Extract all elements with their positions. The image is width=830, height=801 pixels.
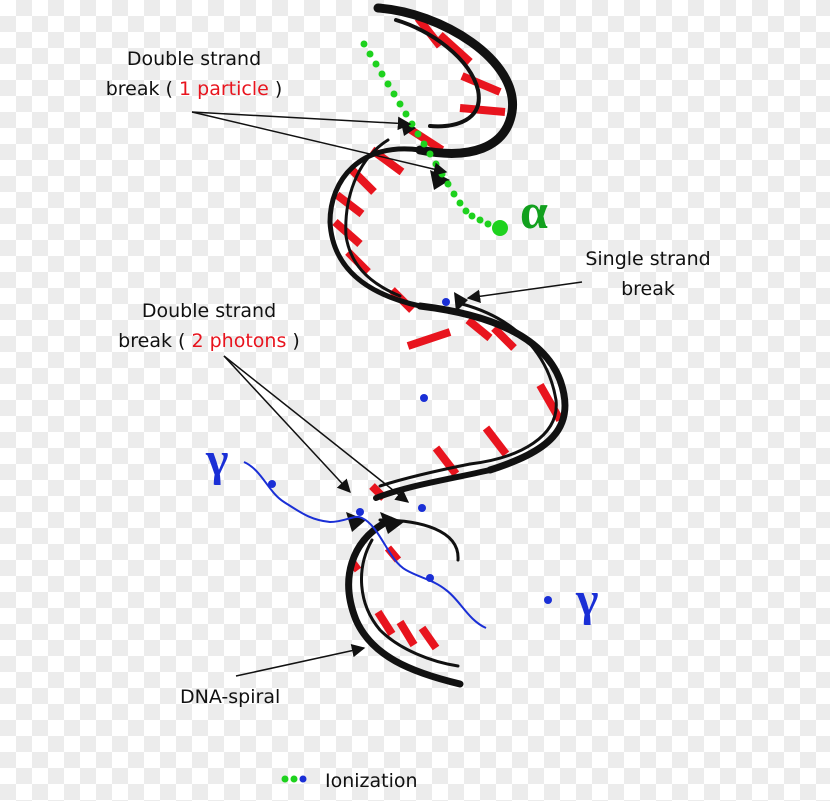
alpha-particle [492, 220, 508, 236]
dna-backbones [327, 3, 569, 688]
dsb-photon-pre: break ( [118, 330, 186, 352]
alpha-symbol: α [520, 183, 548, 239]
dsb-particle-value: 1 particle [179, 78, 269, 100]
gamma-symbol-left: γ [206, 433, 229, 486]
legend-ionization-marker [281, 775, 307, 783]
dsb-photon-line1: Double strand [141, 300, 277, 322]
dsb-photon-label: Double strand break ( 2 photons ) [104, 296, 314, 356]
dsb-particle-label: Double strand break ( 1 particle ) [98, 44, 290, 104]
legend-ionization-label: Ionization [325, 770, 418, 792]
dsb-particle-pre: break ( [105, 78, 173, 100]
gamma-tracks [243, 461, 487, 629]
annotation-arrows [191, 111, 583, 677]
alpha-track [360, 40, 508, 236]
ionization-events [268, 298, 552, 604]
dsb-photon-line2: break ( 2 photons ) [104, 326, 314, 356]
ssb-label: Single strand break [578, 244, 718, 304]
gamma-symbol-right: γ [576, 573, 599, 626]
dsb-particle-line2: break ( 1 particle ) [98, 74, 290, 104]
dsb-particle-post: ) [274, 78, 283, 100]
base-pair-rungs [332, 15, 564, 651]
dna-spiral-label: DNA-spiral [180, 686, 281, 708]
dsb-photon-value: 2 photons [191, 330, 287, 352]
ssb-line1: Single strand [585, 248, 711, 270]
ssb-line2: break [621, 278, 675, 300]
dsb-photon-post: ) [292, 330, 300, 352]
dsb-particle-line1: Double strand [126, 48, 262, 70]
